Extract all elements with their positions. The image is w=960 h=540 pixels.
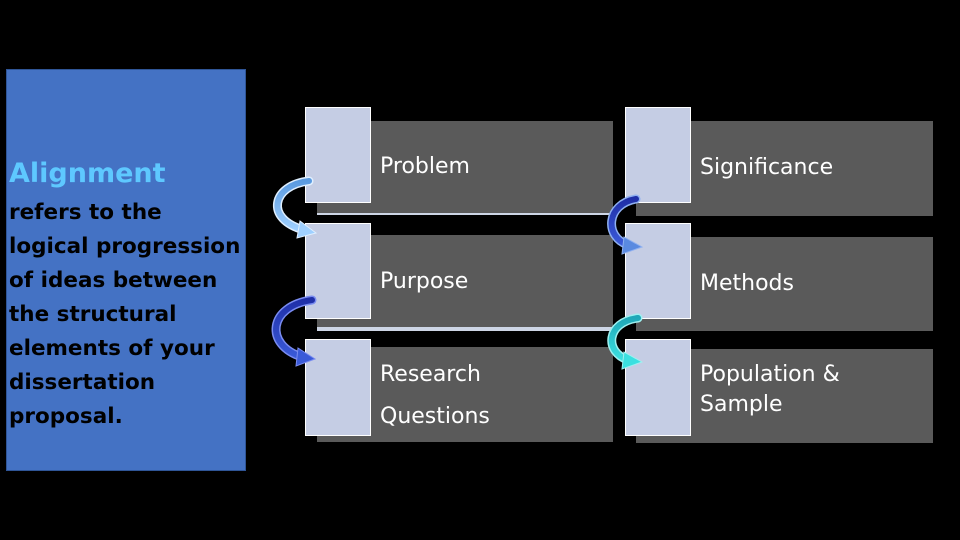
row-population-square xyxy=(625,339,691,436)
arrow-significance-to-methods-icon xyxy=(607,194,644,255)
row-significance-label: Significance xyxy=(700,155,834,180)
definition-panel xyxy=(6,69,246,471)
arrow-problem-to-purpose-icon xyxy=(272,176,318,239)
row-methods-square xyxy=(625,223,691,319)
arrow-methods-to-population-icon xyxy=(607,313,644,370)
row-significance-square xyxy=(625,107,691,203)
row-purpose-label: Purpose xyxy=(380,269,469,294)
row-purpose-square xyxy=(305,223,371,319)
row-population-label-2: Sample xyxy=(700,392,783,417)
arrow-purpose-to-research-icon xyxy=(271,295,317,367)
definition-text: refers to the logical progression of ide… xyxy=(9,200,241,429)
row-research-square xyxy=(305,339,371,436)
row-methods-label: Methods xyxy=(700,271,794,296)
row-research-label-2: Questions xyxy=(380,404,490,429)
row-problem-label: Problem xyxy=(380,154,470,179)
row-research-label-1: Research xyxy=(380,362,481,387)
row-problem-square xyxy=(305,107,371,203)
definition-title: Alignment xyxy=(9,158,166,189)
row-population-label-1: Population & xyxy=(700,362,840,387)
row-purpose-shadow xyxy=(317,325,613,331)
